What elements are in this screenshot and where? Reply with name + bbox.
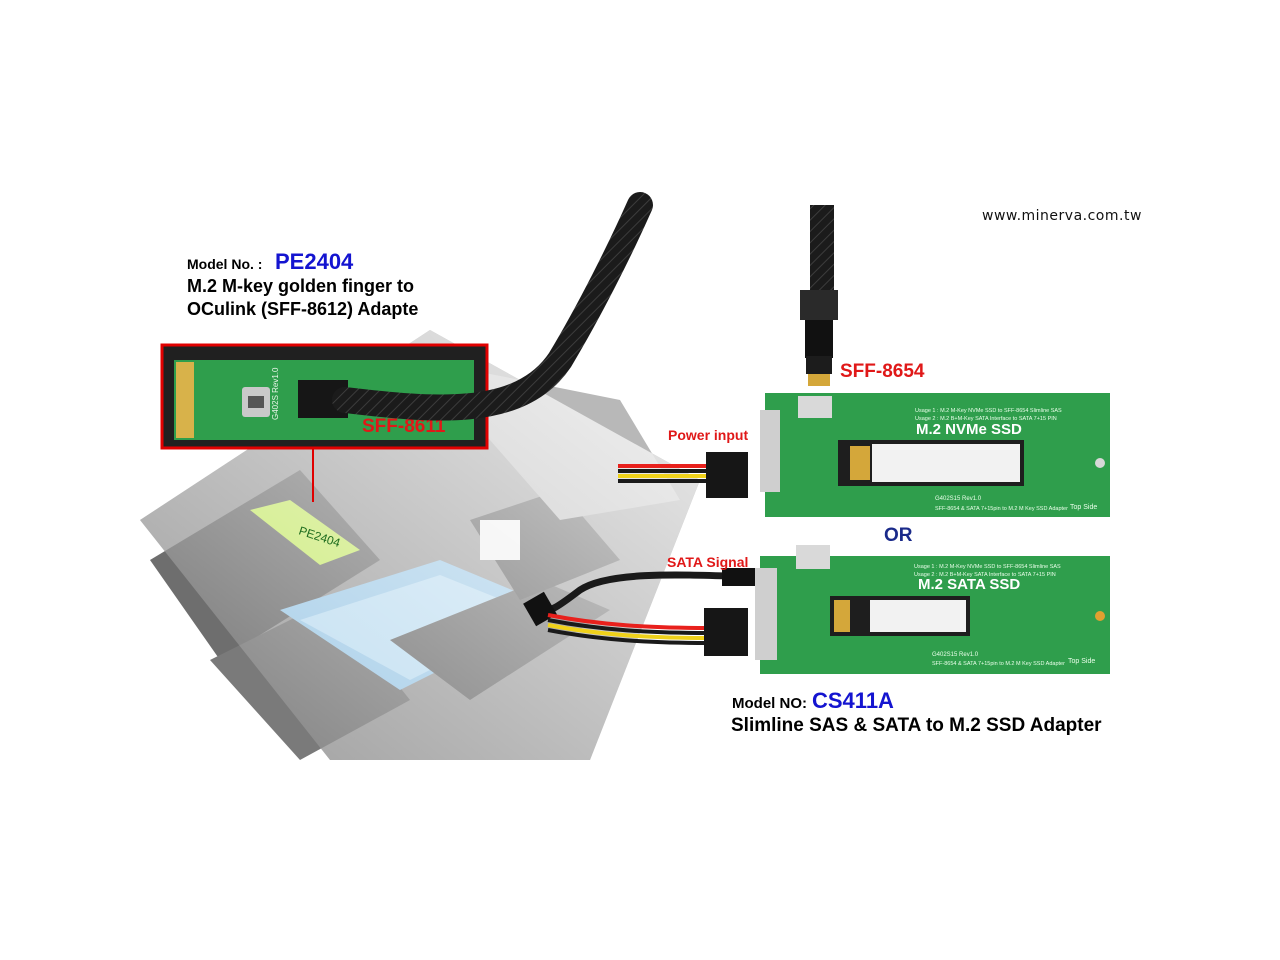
power-input-label: Power input bbox=[668, 427, 748, 443]
pe2404-description-line1: M.2 M-key golden finger to bbox=[187, 276, 415, 296]
cs411a-model-number: CS411A bbox=[812, 688, 894, 713]
sff-8654-label: SFF-8654 bbox=[840, 361, 925, 382]
or-label: OR bbox=[884, 525, 913, 546]
sff-8654-plug bbox=[800, 290, 838, 386]
nvme-footer: SFF-8654 & SATA 7+15pin to M.2 M Key SSD… bbox=[935, 506, 1068, 512]
pe2404-description-line2: OCulink (SFF-8612) Adapte bbox=[187, 299, 419, 319]
sata-signal-plug-end bbox=[523, 591, 557, 627]
nvme-rev: G402S15 Rev1.0 bbox=[935, 496, 982, 502]
website-url: www.minerva.com.tw bbox=[982, 208, 1142, 224]
nvme-side: Top Side bbox=[1070, 504, 1097, 511]
pe2404-pcb-text: G402S Rev1.0 bbox=[271, 367, 280, 420]
sata-usage2: Usage 2 : M.2 B+M-Key SATA Interface to … bbox=[914, 572, 1056, 578]
pe2404-model-number: PE2404 bbox=[275, 249, 354, 274]
pe2404-model-label: Model No. : bbox=[187, 256, 263, 272]
sata-rev: G402S15 Rev1.0 bbox=[932, 652, 979, 658]
cs411a-description: Slimline SAS & SATA to M.2 SSD Adapter bbox=[731, 715, 1102, 736]
power-cable-bottom bbox=[547, 608, 748, 656]
power-cable-top bbox=[618, 452, 748, 498]
nvme-adapter-board: Usage 1 : M.2 M-Key NVMe SSD to SFF-8654… bbox=[760, 393, 1110, 517]
sata-title: M.2 SATA SSD bbox=[918, 576, 1020, 593]
sff-8611-label: SFF-8611 bbox=[362, 416, 446, 437]
oculink-cable bbox=[332, 192, 653, 421]
sata-signal-plug bbox=[722, 568, 760, 586]
sata-footer: SFF-8654 & SATA 7+15pin to M.2 M Key SSD… bbox=[932, 661, 1065, 667]
nvme-usage2: Usage 2 : M.2 B+M-Key SATA Interface to … bbox=[915, 416, 1057, 422]
sata-side: Top Side bbox=[1068, 658, 1095, 665]
nvme-title: M.2 NVMe SSD bbox=[916, 421, 1022, 438]
sata-signal-label: SATA Signal bbox=[667, 554, 748, 570]
nvme-usage1: Usage 1 : M.2 M-Key NVMe SSD to SFF-8654… bbox=[915, 408, 1062, 414]
sata-usage1: Usage 1 : M.2 M-Key NVMe SSD to SFF-8654… bbox=[914, 564, 1061, 570]
cs411a-model-label: Model NO: bbox=[732, 695, 807, 712]
sata-adapter-board: Usage 1 : M.2 M-Key NVMe SSD to SFF-8654… bbox=[755, 545, 1110, 674]
